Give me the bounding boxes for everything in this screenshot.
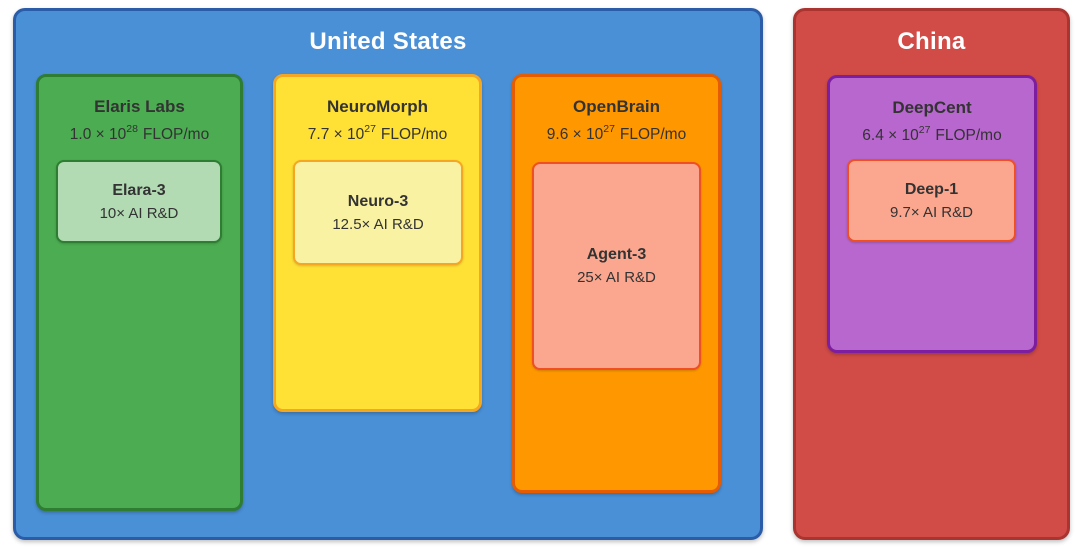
flop-exponent: 27 <box>603 123 615 135</box>
lab-name-elaris-labs: Elaris Labs <box>94 97 185 116</box>
flop-exponent: 27 <box>364 123 376 135</box>
model-box-neuro-3: Neuro-3 12.5× AI R&D <box>293 160 463 265</box>
model-name-deep-1: Deep-1 <box>904 180 959 198</box>
flop-exponent: 27 <box>918 124 931 136</box>
flop-base: 9.6 × 10 <box>546 126 604 144</box>
lab-box-deepcent: DeepCent 6.4 × 1027 FLOP/mo Deep-1 9.7× A… <box>827 75 1037 353</box>
model-box-agent-3: Agent-3 25× AI R&D <box>532 162 701 370</box>
model-name-neuro-3: Neuro-3 <box>347 192 409 210</box>
lab-name-deepcent: DeepCent <box>892 98 972 117</box>
lab-box-elaris-labs: Elaris Labs 1.0 × 1028 FLOP/mo Elara-3 10… <box>36 74 243 511</box>
flop-unit: FLOP/mo <box>380 126 448 144</box>
model-rnd-agent-3: 25× AI R&D <box>577 269 656 286</box>
country-box-china: China DeepCent 6.4 × 1027 FLOP/mo Deep-1 … <box>793 8 1070 540</box>
lab-compute-elaris-labs: 1.0 × 1028 FLOP/mo <box>39 123 240 144</box>
flop-exponent: 28 <box>126 123 138 135</box>
flop-unit: FLOP/mo <box>142 126 210 144</box>
lab-name-openbrain: OpenBrain <box>573 97 660 116</box>
country-title-united-states: United States <box>309 28 467 55</box>
country-box-united-states: United States Elaris Labs 1.0 × 1028 FLOP… <box>13 8 763 540</box>
model-name-elara-3: Elara-3 <box>112 181 166 199</box>
lab-compute-neuromorph: 7.7 × 1027 FLOP/mo <box>276 123 479 144</box>
model-rnd-elara-3: 10× AI R&D <box>99 204 179 222</box>
flop-base: 7.7 × 10 <box>307 126 365 144</box>
lab-box-openbrain: OpenBrain 9.6 × 1027 FLOP/mo Agent-3 25× … <box>512 74 721 493</box>
flop-unit: FLOP/mo <box>619 126 687 144</box>
flop-base: 6.4 × 10 <box>862 127 919 145</box>
lab-name-neuromorph: NeuroMorph <box>326 97 429 116</box>
model-name-agent-3: Agent-3 <box>586 246 647 263</box>
lab-compute-openbrain: 9.6 × 1027 FLOP/mo <box>515 123 718 144</box>
model-box-deep-1: Deep-1 9.7× AI R&D <box>847 159 1016 242</box>
flop-unit: FLOP/mo <box>935 127 1002 145</box>
country-title-china: China <box>897 28 966 55</box>
lab-compute-deepcent: 6.4 × 1027 FLOP/mo <box>830 124 1034 145</box>
lab-box-neuromorph: NeuroMorph 7.7 × 1027 FLOP/mo Neuro-3 12.… <box>273 74 482 412</box>
flop-base: 1.0 × 10 <box>69 126 127 144</box>
model-box-elara-3: Elara-3 10× AI R&D <box>56 160 222 243</box>
model-rnd-neuro-3: 12.5× AI R&D <box>332 215 424 233</box>
model-rnd-deep-1: 9.7× AI R&D <box>890 203 973 221</box>
